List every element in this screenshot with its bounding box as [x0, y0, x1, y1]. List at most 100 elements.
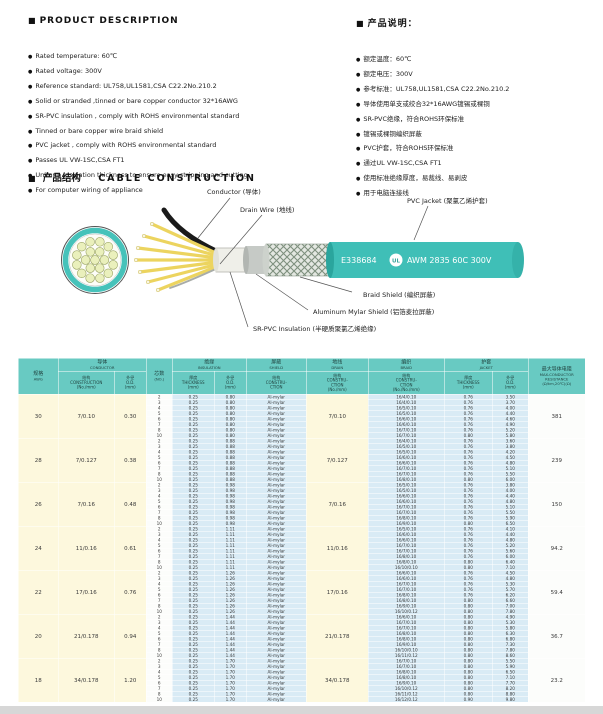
description-item: ●通过UL VW-1SC,CSA FT1: [356, 155, 589, 170]
bullet-icon: ●: [28, 188, 33, 195]
strand-icon: [85, 247, 96, 257]
column-subheader: 外径 O.D. (mm): [113, 371, 147, 395]
description-item: ●Uniform insulation thickness to ensure …: [28, 167, 346, 182]
cell-conductor-od: 1.20: [113, 658, 147, 703]
section-marker-icon: ■: [28, 16, 36, 25]
cell-conductor-construction: 17/0.16: [58, 570, 115, 615]
cell-max-resistance: 150: [528, 482, 585, 527]
column-subheader: 外径 O.D. (mm): [492, 371, 529, 395]
cell-drain-construction: 7/0.127: [306, 438, 369, 483]
cell-drain-construction: 21/0.178: [306, 614, 369, 659]
column-header: 芯数(NO.): [146, 358, 173, 395]
bullet-icon: ●: [28, 68, 33, 75]
cell-awg: 24: [18, 526, 59, 571]
column-subheader: 外径 O.D. (mm): [214, 371, 247, 395]
mylar-cut-face: [243, 246, 249, 274]
cell-conductor-od: 0.61: [113, 526, 147, 571]
description-item-text: Reference standard: UL758,UL1581,CSA C22…: [35, 81, 217, 90]
drain-wire: [169, 267, 219, 289]
column-subheader: 结构 CONSTRU- CTION: [246, 371, 307, 395]
bullet-icon: ●: [28, 54, 33, 60]
strand-icon: [94, 247, 105, 257]
cable-construction-title-en: CABLE CONSTRUCTION: [98, 173, 256, 184]
description-item-text: Uniform insulation thickness to ensure e…: [35, 171, 248, 180]
jacket-cut-face: [326, 242, 334, 278]
cell-awg: 26: [18, 482, 59, 527]
strand-icon: [80, 255, 91, 265]
description-item: ●SR-PVC绝缘，符合ROHS环保标准: [356, 111, 589, 126]
insulation-cut-face: [213, 248, 219, 272]
description-item-text: Rated voltage: 300V: [35, 66, 102, 75]
fanned-conductors: [134, 222, 220, 292]
strand-icon: [72, 250, 82, 260]
description-item-text: 镀锡或裸铜编织屏蔽: [363, 129, 422, 138]
bullet-icon: ●: [28, 128, 33, 135]
cell-max-resistance: 59.4: [528, 570, 585, 615]
description-item-text: 通过UL VW-1SC,CSA FT1: [363, 159, 442, 168]
jacket-print-spec: AWM 2835 60C 300V: [407, 256, 492, 265]
bullet-icon: ●: [356, 57, 361, 63]
product-description-en: ■PRODUCT DESCRIPTION ●Rated temperature:…: [28, 16, 346, 200]
cell-drain-construction: 17/0.16: [306, 570, 369, 615]
description-item: ●Rated temperature: 60℃: [28, 48, 346, 63]
ul-logo-icon: [389, 253, 403, 267]
cell-conductor-construction: 34/0.178: [58, 658, 115, 703]
description-item-text: PVC护套，符合ROHS环保标准: [363, 144, 454, 153]
drain-wire-label: Drain Wire (地线): [240, 205, 294, 214]
strand-icon: [108, 260, 118, 270]
conductor-strands: [72, 237, 118, 283]
description-item-text: Tinned or bare copper wire braid shield: [35, 126, 164, 135]
cell-awg: 28: [18, 438, 59, 483]
description-item: ●PVC护套，符合ROHS环保标准: [356, 140, 589, 155]
cable-construction-title-cn: 产品结构: [42, 173, 81, 184]
bullet-icon: ●: [356, 191, 361, 198]
cell-awg: 22: [18, 570, 59, 615]
description-item: ●Solid or stranded ,tinned or bare coppe…: [28, 93, 346, 108]
strand-icon: [77, 268, 87, 278]
cell-jacket-od: 9.80: [492, 696, 529, 703]
description-item-text: PVC jacket , comply with ROHS environmen…: [35, 141, 217, 150]
cell-conductor-construction: 7/0.16: [58, 482, 115, 527]
cell-conductor-construction: 21/0.178: [58, 614, 115, 659]
strand-icon: [72, 260, 82, 270]
cell-drain-construction: 34/0.178: [306, 658, 369, 703]
jacket-print-cert: E338684: [341, 256, 377, 265]
column-subheader: 厚度 THICKNESS (mm): [444, 371, 493, 395]
cell-insulation-thickness: 0.25: [172, 696, 215, 703]
cell-awg: 20: [18, 614, 59, 659]
cell-max-resistance: 23.2: [528, 658, 585, 703]
description-item: ●使用标准绝缘厚度，易裁线、易剥皮: [356, 170, 589, 185]
column-subheader: 结构 CONSTRUCTION (No./mm): [58, 371, 115, 395]
braid-cut-face: [262, 244, 270, 276]
bullet-icon: ●: [356, 146, 361, 153]
product-description-cn: ■产品说明： ●额定温度：60℃●额定电压：300V●参考标准：UL758,UL…: [356, 16, 589, 200]
strand-icon: [108, 250, 118, 260]
cell-conductor-od: 0.94: [113, 614, 147, 659]
cell-awg: 30: [18, 394, 59, 439]
description-item: ●Rated voltage: 300V: [28, 63, 346, 78]
description-item: ●参考标准：UL758,UL1581,CSA C22.2No.210.2: [356, 81, 589, 96]
braid-layer: [265, 243, 331, 277]
